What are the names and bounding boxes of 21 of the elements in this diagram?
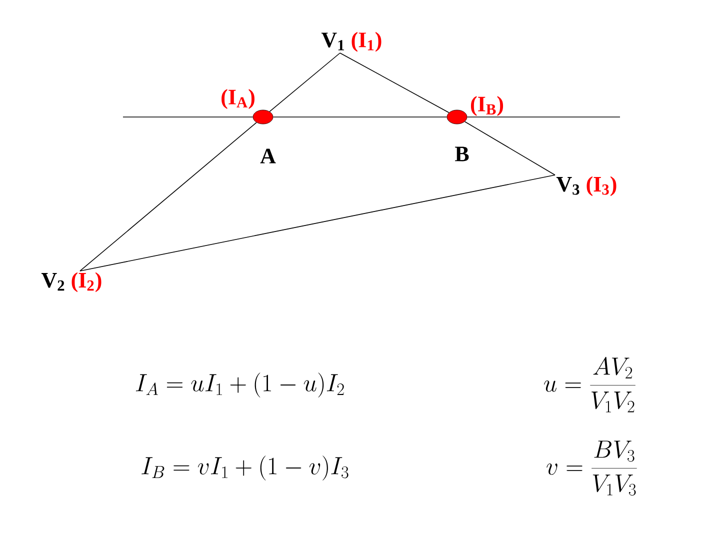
formula: $I_B = vI_1 + (1-v)I_3$ <box>142 456 348 480</box>
line <box>269 52 340 112</box>
formula: $I_A = uI_1 + (1-u)I_2$ <box>136 372 344 398</box>
vertex-label: V$_{2}$ (I$_{2}$) <box>41 272 102 292</box>
vertex-label: V$_{1}$ (I$_{1}$) <box>321 32 382 52</box>
formula: $u = \frac{AV_2}{V_1V_2}$ <box>544 356 636 412</box>
line <box>80 174 556 272</box>
point-label: A <box>260 148 276 164</box>
point-marker <box>446 110 468 124</box>
line <box>272 116 448 118</box>
line <box>464 121 556 176</box>
formula: $v = \frac{BV_3}{V_1V_3}$ <box>546 440 637 496</box>
vertex-label: V$_{3}$ (I$_{3}$) <box>556 176 616 196</box>
point-label: B <box>455 146 469 162</box>
line <box>466 116 620 118</box>
point-label: (I$_{A}$) <box>222 89 254 109</box>
line <box>122 116 254 118</box>
line <box>340 52 450 113</box>
point-marker <box>252 110 274 124</box>
line <box>80 122 257 272</box>
point-label: (I$_{B}$) <box>470 96 504 116</box>
